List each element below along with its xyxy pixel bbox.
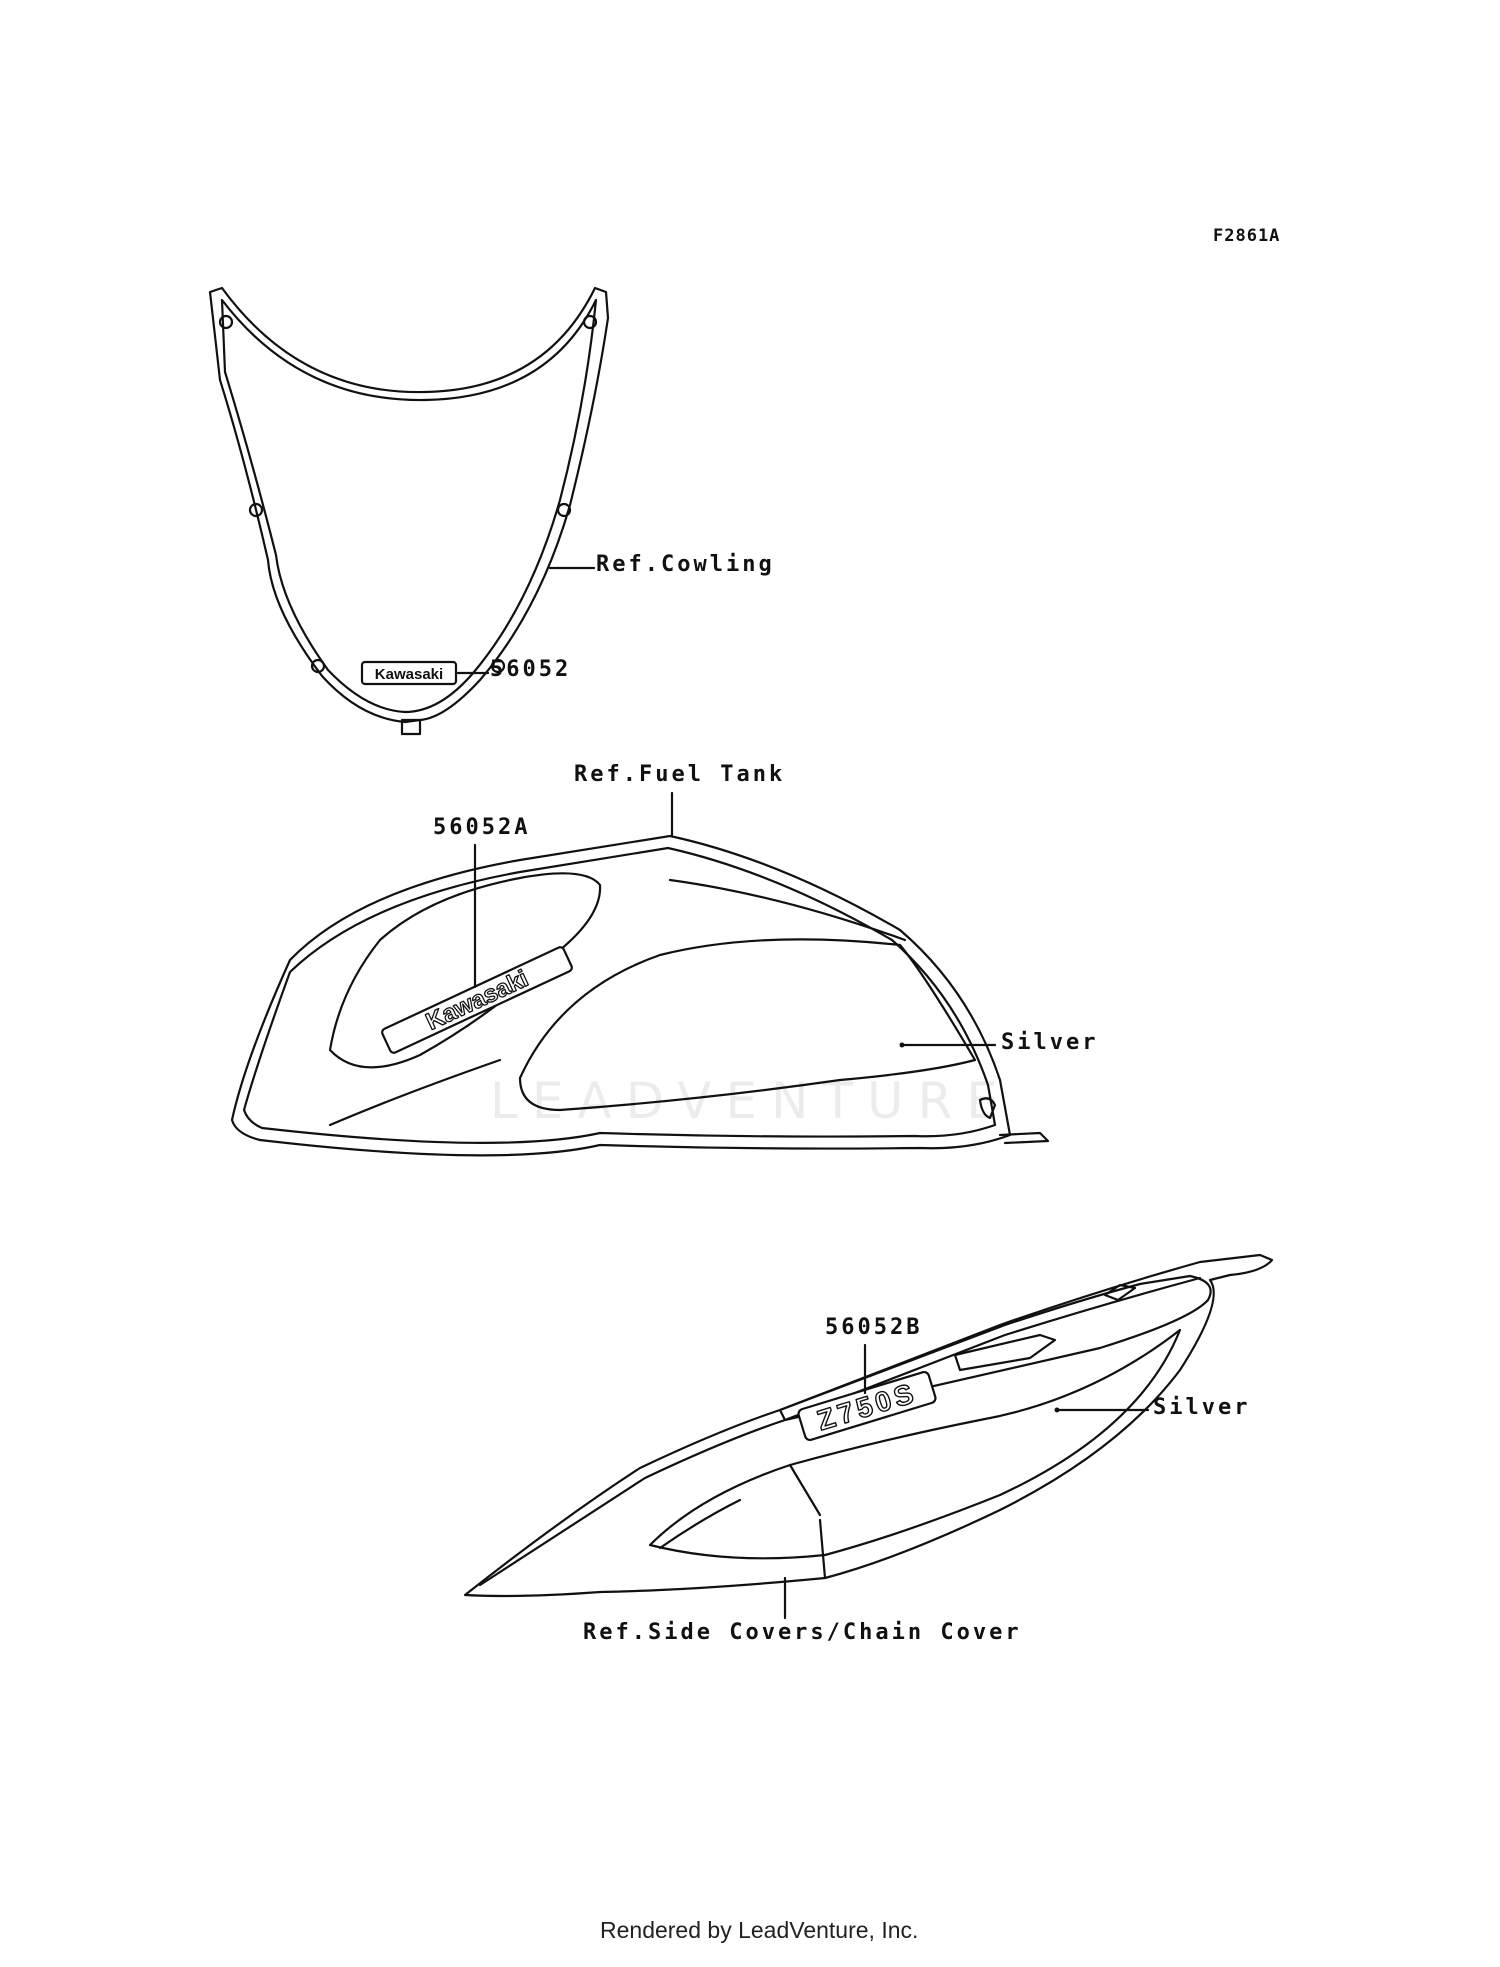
callout-silver-tank: Silver [1001,1030,1099,1055]
footer-credit: Rendered by LeadVenture, Inc. [600,1917,919,1943]
callout-56052B: 56052B [825,1315,923,1340]
figure-code: F2861A [1213,226,1281,246]
callout-side-covers: Ref.Side Covers/Chain Cover [583,1620,1022,1645]
cover-decal-text: Z750S [814,1377,921,1437]
callout-56052A: 56052A [433,815,531,840]
callout-cowling: Ref.Cowling [596,552,775,577]
tank-decal-text: Kawasaki [422,965,533,1036]
callout-56052: 56052 [490,657,572,682]
side-cover: Z750S [463,1253,1274,1620]
cowling-decal [360,660,458,686]
callout-silver-cover: Silver [1153,1395,1251,1420]
tank-decal [381,946,573,1054]
cowling-decal-text: Kawasaki [375,666,443,683]
cover-decal [797,1370,937,1442]
callout-fuel-tank: Ref.Fuel Tank [574,762,786,787]
windscreen: Kawasaki [208,286,610,736]
watermark: LEADVENTURE [490,1072,1012,1130]
